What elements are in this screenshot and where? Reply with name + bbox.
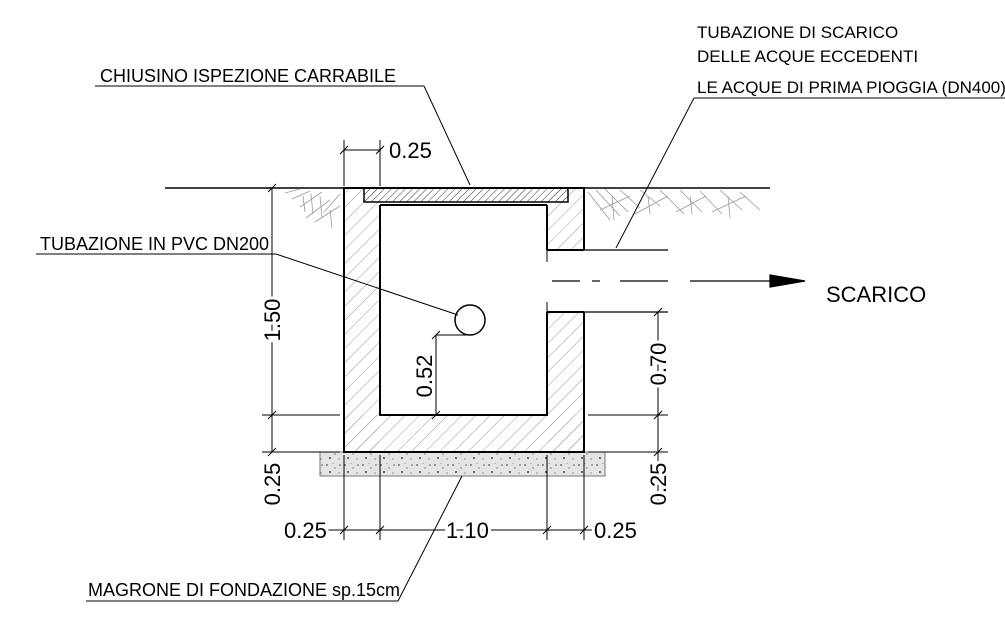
dim-wall-top-text: 0.25: [389, 138, 432, 163]
dim-wall-top: [339, 140, 385, 186]
outlet-label-line2: DELLE ACQUE ECCEDENTI: [697, 47, 918, 66]
dim-outlet-height-text: 0.70: [646, 343, 671, 386]
leader-outlet: [615, 97, 1005, 249]
outlet-label-line3: LE ACQUE DI PRIMA PIOGGIA (DN400): [697, 78, 1005, 97]
inspection-cover: [363, 187, 569, 203]
leader-lean-concrete: [86, 475, 463, 602]
pvc-pipe-circle: [454, 304, 486, 336]
outlet-label-line1: TUBAZIONE DI SCARICO: [697, 23, 898, 42]
dim-inner-width-text: 1.10: [446, 518, 489, 543]
pvc-pipe-label: TUBAZIONE IN PVC DN200: [40, 234, 269, 254]
dim-base-left-text: 0.25: [260, 463, 285, 506]
soil-hatch-left: [284, 188, 341, 229]
lean-concrete-slab: [319, 451, 606, 477]
dim-pipe-height: [431, 330, 470, 420]
discharge-label: SCARICO: [826, 282, 926, 307]
chamber-outline: [343, 187, 585, 453]
soil-hatch-right: [587, 188, 761, 221]
leader-cover: [95, 85, 471, 186]
base-slab: [344, 415, 584, 452]
cover-label: CHIUSINO ISPEZIONE CARRABILE: [100, 66, 396, 86]
left-wall: [344, 188, 380, 452]
right-wall-lower: [547, 312, 584, 452]
dim-bottom-left-text: 0.25: [284, 518, 327, 543]
dim-bottom-horizontal: [328, 455, 600, 540]
dim-right-vertical: [588, 307, 668, 505]
dim-base-right-text: 0.25: [646, 463, 671, 506]
leader-pvc: [36, 253, 459, 316]
dim-bottom-right-text: 0.25: [594, 518, 637, 543]
dim-pipe-height-text: 0.52: [412, 355, 437, 398]
discharge-arrow: [552, 274, 806, 288]
dim-height-total-text: 1.50: [260, 299, 285, 342]
dim-left-vertical: [262, 183, 340, 457]
lean-concrete-label: MAGRONE DI FONDAZIONE sp.15cm: [88, 580, 400, 600]
